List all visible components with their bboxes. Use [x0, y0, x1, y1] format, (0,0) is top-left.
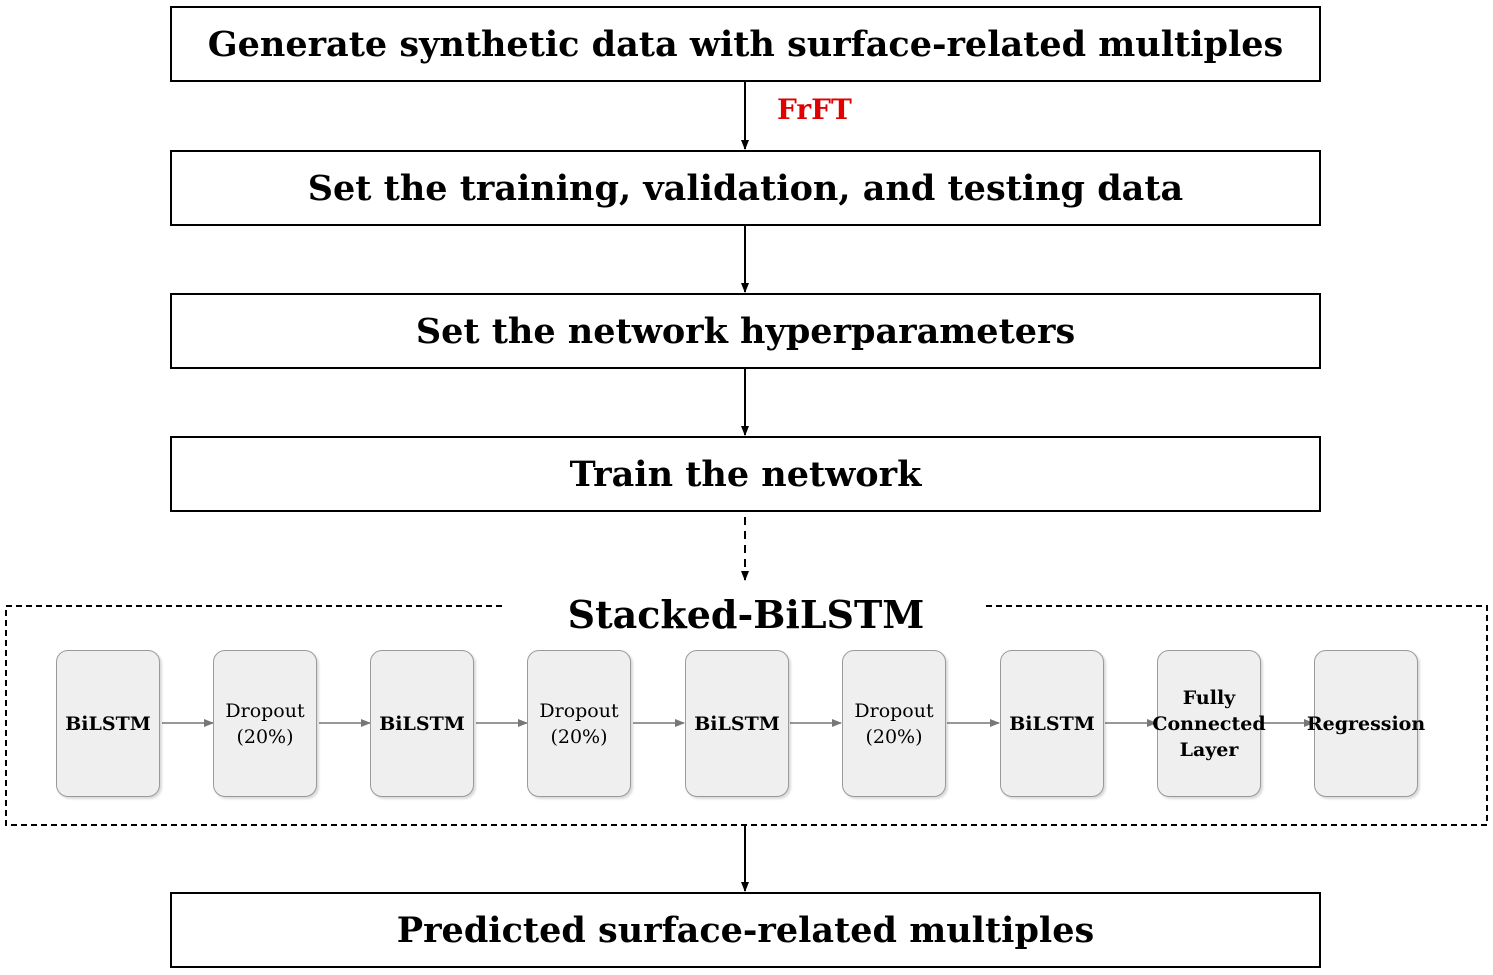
layer-label: Dropout (20%): [539, 699, 619, 748]
layer-label: BiLSTM: [65, 712, 151, 735]
layer-box-5-bilstm: BiLSTM: [685, 650, 789, 797]
step-set-hyperparameters: Set the network hyperparameters: [170, 293, 1321, 369]
layer-label: BiLSTM: [694, 712, 780, 735]
stack-title: Stacked-BiLSTM: [506, 590, 986, 640]
step-generate-data: Generate synthetic data with surface-rel…: [170, 6, 1321, 82]
step-set-hyperparameters-label: Set the network hyperparameters: [415, 310, 1076, 352]
step-train-network-label: Train the network: [569, 453, 922, 495]
layer-label: Fully Connected Layer: [1152, 686, 1266, 761]
layer-box-7-bilstm: BiLSTM: [1000, 650, 1104, 797]
layer-label: Dropout (20%): [854, 699, 934, 748]
layer-box-2-dropout-20: Dropout (20%): [213, 650, 317, 797]
frft-arrow-label: FrFT: [777, 93, 852, 126]
layer-label: BiLSTM: [379, 712, 465, 735]
step-set-datasets-label: Set the training, validation, and testin…: [307, 167, 1184, 209]
layer-label: BiLSTM: [1009, 712, 1095, 735]
layer-box-9-regression: Regression: [1307, 650, 1425, 797]
step-generate-data-label: Generate synthetic data with surface-rel…: [207, 23, 1284, 65]
layer-box-8-fully-connected-layer: Fully Connected Layer: [1152, 650, 1266, 797]
layer-box-1-bilstm: BiLSTM: [56, 650, 160, 797]
layer-label: Regression: [1306, 712, 1426, 735]
step-train-network: Train the network: [170, 436, 1321, 512]
step-predicted-multiples-label: Predicted surface-related multiples: [396, 909, 1095, 951]
layer-box-3-bilstm: BiLSTM: [370, 650, 474, 797]
step-set-datasets: Set the training, validation, and testin…: [170, 150, 1321, 226]
step-predicted-multiples: Predicted surface-related multiples: [170, 892, 1321, 968]
layer-box-6-dropout-20: Dropout (20%): [842, 650, 946, 797]
layer-box-4-dropout-20: Dropout (20%): [527, 650, 631, 797]
layer-label: Dropout (20%): [225, 699, 305, 748]
